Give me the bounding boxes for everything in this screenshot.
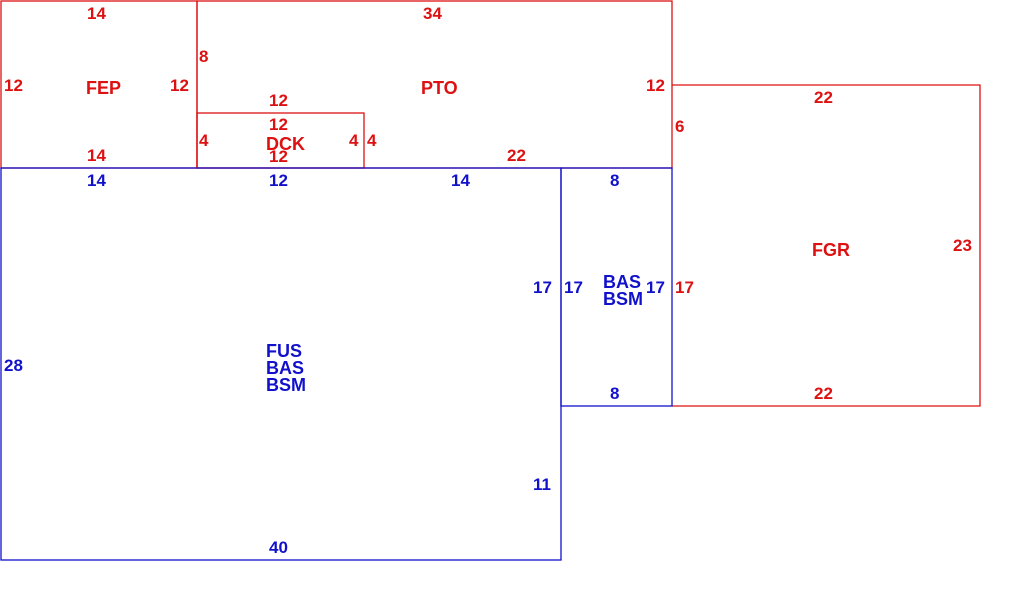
- bas-texts: BAS BSM 8 17 17 8: [564, 171, 665, 403]
- pto-dim-top: 34: [423, 4, 442, 23]
- bas-dim-bottom: 8: [610, 384, 619, 403]
- pto-label: PTO: [421, 78, 458, 98]
- pto-dim-bottom: 22: [507, 146, 526, 165]
- bas-label-2: BSM: [603, 289, 643, 309]
- fgr-outline: [672, 84, 981, 407]
- upper-rooms: [0, 0, 981, 407]
- pto-texts: PTO 34 8 12 22: [199, 4, 665, 165]
- bas-dim-top: 8: [610, 171, 619, 190]
- fep-texts: FEP 14 12 12 14: [4, 4, 189, 165]
- bas-dim-right: 17: [646, 278, 665, 297]
- fgr-dim-bottom: 22: [814, 384, 833, 403]
- fgr-dim-left: 6: [675, 117, 684, 136]
- bas-label-1: BAS: [603, 272, 641, 292]
- pto-dim-left: 8: [199, 47, 208, 66]
- fep-dim-left: 12: [4, 76, 23, 95]
- main-label-3: BSM: [266, 375, 306, 395]
- bas-dim-left: 17: [564, 278, 583, 297]
- dck-dim-left: 4: [199, 131, 209, 150]
- main-dim-bottom: 40: [269, 538, 288, 557]
- main-label-2: BAS: [266, 358, 304, 378]
- main-dim-right-upper: 17: [533, 278, 552, 297]
- dck-dim-top-inner: 12: [269, 115, 288, 134]
- pto-dim-right: 12: [646, 76, 665, 95]
- fep-label: FEP: [86, 78, 121, 98]
- dck-label: DCK: [266, 134, 305, 154]
- bas-outline: [560, 167, 673, 407]
- main-label-1: FUS: [266, 341, 302, 361]
- dck-texts: 12 12 DCK 12 4 4 4: [199, 91, 377, 166]
- fep-dim-top: 14: [87, 4, 106, 23]
- dck-dim-right-outer: 4: [367, 131, 377, 150]
- fep-dim-right: 12: [170, 76, 189, 95]
- lower-rooms: [0, 167, 673, 561]
- fgr-dim-top: 22: [814, 88, 833, 107]
- fgr-dim-right: 23: [953, 236, 972, 255]
- main-area-texts: FUS BAS BSM 14 12 14 28 17 11 40: [4, 171, 552, 557]
- dck-dim-top: 12: [269, 91, 288, 110]
- main-dim-left: 28: [4, 356, 23, 375]
- fgr-label: FGR: [812, 240, 850, 260]
- fgr-texts: FGR 22 6 23 22 17: [675, 88, 972, 403]
- main-dim-top-left: 14: [87, 171, 106, 190]
- fep-dim-bottom: 14: [87, 146, 106, 165]
- main-dim-top-right: 14: [451, 171, 470, 190]
- main-dim-right-lower: 11: [533, 475, 551, 494]
- fgr-dim-left-lower: 17: [675, 278, 694, 297]
- dck-dim-bottom: 12: [269, 147, 288, 166]
- dck-dim-right: 4: [349, 131, 359, 150]
- main-dim-top-mid: 12: [269, 171, 288, 190]
